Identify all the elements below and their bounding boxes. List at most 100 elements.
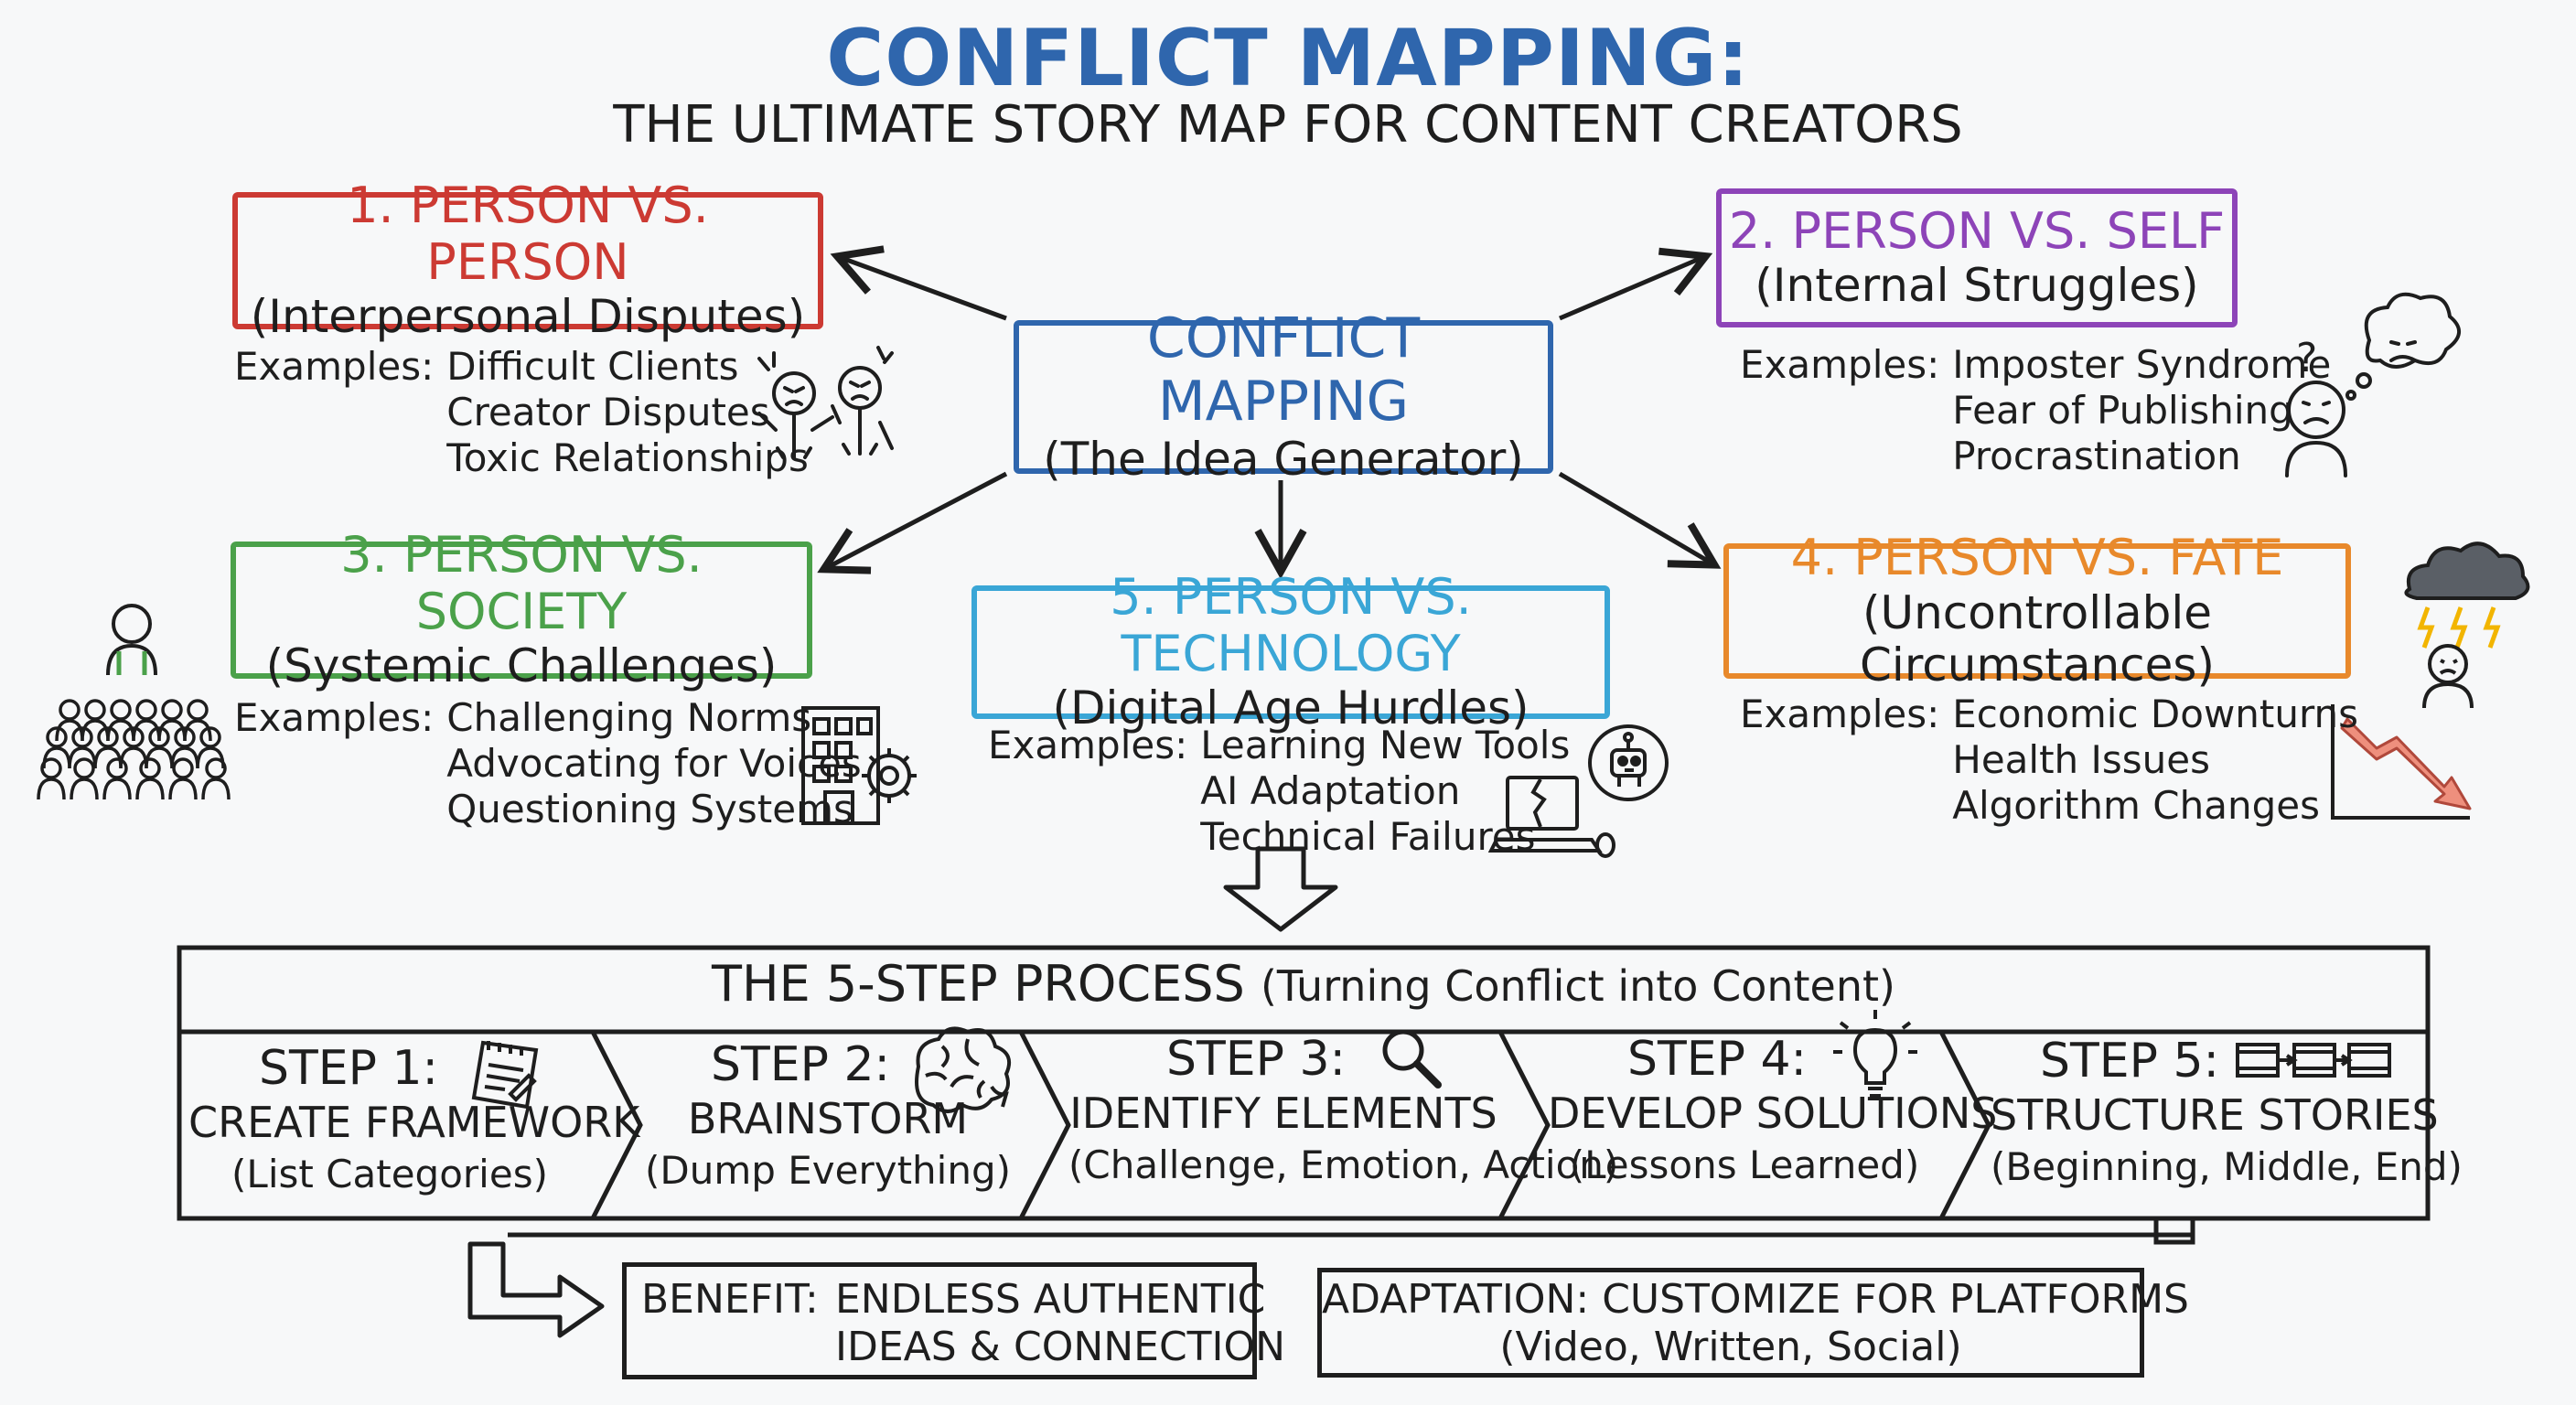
crowd-person-head: [46, 726, 68, 748]
step-desc: (Dump Everything): [644, 1148, 1012, 1193]
process-title: THE 5-STEP PROCESS (Turning Conflict int…: [179, 955, 2428, 1013]
examples-person-vs-society: Examples: Challenging Norms Advocating f…: [234, 695, 862, 832]
benefit-line-2: IDEAS & CONNECTION: [835, 1324, 1286, 1370]
examples-person-vs-technology: Examples: Learning New Tools AI Adaptati…: [988, 723, 1570, 860]
crowd-person-head: [97, 726, 119, 748]
film-strip-icon: [2236, 1043, 2391, 1078]
crowd-person-body: [132, 719, 161, 742]
crowd-icon: [106, 604, 157, 676]
example-item: Fear of Publishing: [1952, 388, 2293, 433]
category-title: 5. PERSON VS. TECHNOLOGY: [1110, 568, 1472, 683]
step-name: BRAINSTORM: [687, 1094, 969, 1143]
lightbulb-icon: [1833, 1010, 1917, 1098]
crowd-person-body: [106, 719, 135, 742]
crowd-person-head: [73, 757, 95, 779]
building-gear-icon: [801, 706, 917, 825]
step-desc: (Challenge, Emotion, Action): [1068, 1142, 1619, 1187]
broken-computer-robot-icon: [1487, 724, 1669, 858]
arguing-people-icon: [757, 346, 894, 459]
benefit-line-1: ENDLESS AUTHENTIC: [835, 1276, 1266, 1323]
benefit-label: BENEFIT:: [641, 1276, 819, 1323]
adaptation-box: ADAPTATION: CUSTOMIZE FOR PLATFORMS (Vid…: [1317, 1268, 2189, 1378]
example-item: Technical Failures: [1200, 814, 1536, 859]
step-name: DEVELOP SOLUTIONS: [1548, 1089, 1998, 1138]
crowd-person-body: [183, 719, 212, 742]
brain-icon: [915, 1026, 1011, 1113]
crowd-person-head: [199, 726, 221, 748]
worried-thinker-icon: [2285, 292, 2461, 477]
examples-person-vs-fate: Examples: Economic Downturns Health Issu…: [1740, 692, 2358, 829]
crowd-person-body: [80, 719, 110, 742]
example-item: Questioning Systems: [446, 787, 853, 831]
adaptation-line-1: ADAPTATION: CUSTOMIZE FOR PLATFORMS: [1322, 1276, 2189, 1323]
crowd-person-head: [123, 726, 145, 748]
crowd-person-body: [102, 778, 132, 800]
crowd-person-body: [37, 778, 66, 800]
crowd-person-head: [59, 699, 80, 721]
crowd-person-body: [68, 746, 97, 769]
crowd-person-body: [157, 719, 187, 742]
process-title-main: THE 5-STEP PROCESS: [712, 955, 1245, 1013]
step-name: STRUCTURE STORIES: [1991, 1090, 2439, 1140]
crowd-person-head: [106, 757, 128, 779]
example-item: Procrastination: [1952, 434, 2241, 478]
category-box-person-vs-self: 2. PERSON VS. SELF (Internal Struggles): [1716, 188, 2238, 327]
crowd-person-head: [205, 757, 227, 779]
category-subtitle: (Internal Struggles): [1755, 259, 2199, 313]
example-item: Creator Disputes: [446, 390, 770, 434]
elbow-arrow-icon: [467, 1241, 605, 1338]
crowd-person-body: [119, 746, 148, 769]
step-desc: (Beginning, Middle, End): [1991, 1144, 2463, 1189]
examples-person-vs-person: Examples: Difficult Clients Creator Disp…: [234, 344, 809, 481]
center-box: CONFLICT MAPPING (The Idea Generator): [1014, 307, 1553, 486]
category-subtitle: (Uncontrollable Circumstances): [1860, 585, 2215, 692]
crowd-person-head: [71, 726, 93, 748]
examples-person-vs-self: Examples: Imposter Syndrome Fear of Publ…: [1740, 342, 2331, 479]
step-label: STEP 5:: [2039, 1034, 2220, 1089]
example-item: Economic Downturns: [1952, 692, 2359, 736]
step-label: STEP 4:: [1626, 1032, 1808, 1087]
category-box-person-vs-society: 3. PERSON VS. SOCIETY (Systemic Challeng…: [231, 527, 812, 692]
benefit-box: BENEFIT: ENDLESS AUTHENTIC IDEAS & CONNE…: [622, 1262, 1285, 1379]
crowd-person-head: [110, 699, 132, 721]
magnifier-icon: [1382, 1029, 1442, 1089]
category-title: 1. PERSON VS. PERSON: [347, 177, 709, 292]
category-title: 4. PERSON VS. FATE: [1790, 529, 2284, 587]
examples-label: Examples:: [234, 344, 435, 389]
crowd-person-head: [148, 726, 170, 748]
crowd-person-body: [55, 719, 84, 742]
example-item: Advocating for Voices: [446, 741, 862, 786]
crowd-person-head: [84, 699, 106, 721]
example-item: Algorithm Changes: [1952, 783, 2320, 828]
crowd-person-head: [172, 757, 194, 779]
page-subtitle: THE ULTIMATE STORY MAP FOR CONTENT CREAT…: [613, 95, 1963, 155]
examples-label: Examples:: [234, 695, 435, 740]
category-box-person-vs-person: 1. PERSON VS. PERSON (Interpersonal Disp…: [232, 177, 823, 343]
category-subtitle: (Digital Age Hurdles): [1052, 681, 1530, 735]
center-subtitle: (The Idea Generator): [1043, 433, 1524, 487]
step-label: STEP 2:: [710, 1037, 891, 1092]
crowd-person-body: [70, 778, 99, 800]
crowd-person-body: [42, 746, 71, 769]
question-mark-icon: ?: [2296, 335, 2317, 381]
arrow-to-person-vs-society: [817, 471, 1008, 574]
crowd-person-body: [168, 778, 198, 800]
down-arrow-icon: [1223, 846, 1338, 932]
example-item: Imposter Syndrome: [1952, 342, 2332, 387]
crowd-person-head: [135, 699, 157, 721]
example-item: Toxic Relationships: [446, 435, 809, 480]
crowd-person-body: [201, 778, 231, 800]
step-3: STEP 3: IDENTIFY ELEMENTS (Challenge, Em…: [1068, 1032, 1619, 1191]
arrow-to-person-vs-fate: [1558, 471, 1722, 569]
crowd-person-head: [174, 726, 196, 748]
crowd-person-head: [187, 699, 209, 721]
process-title-paren: (Turning Conflict into Content): [1260, 961, 1895, 1011]
example-item: Learning New Tools: [1200, 723, 1571, 767]
crowd-person-body: [135, 778, 165, 800]
adaptation-line-2: (Video, Written, Social): [1499, 1324, 1962, 1370]
page-title: CONFLICT MAPPING:: [826, 13, 1750, 104]
category-title: 3. PERSON VS. SOCIETY: [340, 526, 703, 641]
arrow-to-person-vs-person: [830, 245, 1007, 321]
category-box-person-vs-fate: 4. PERSON VS. FATE (Uncontrollable Circu…: [1723, 530, 2351, 692]
declining-arrow-icon: [2340, 717, 2472, 810]
